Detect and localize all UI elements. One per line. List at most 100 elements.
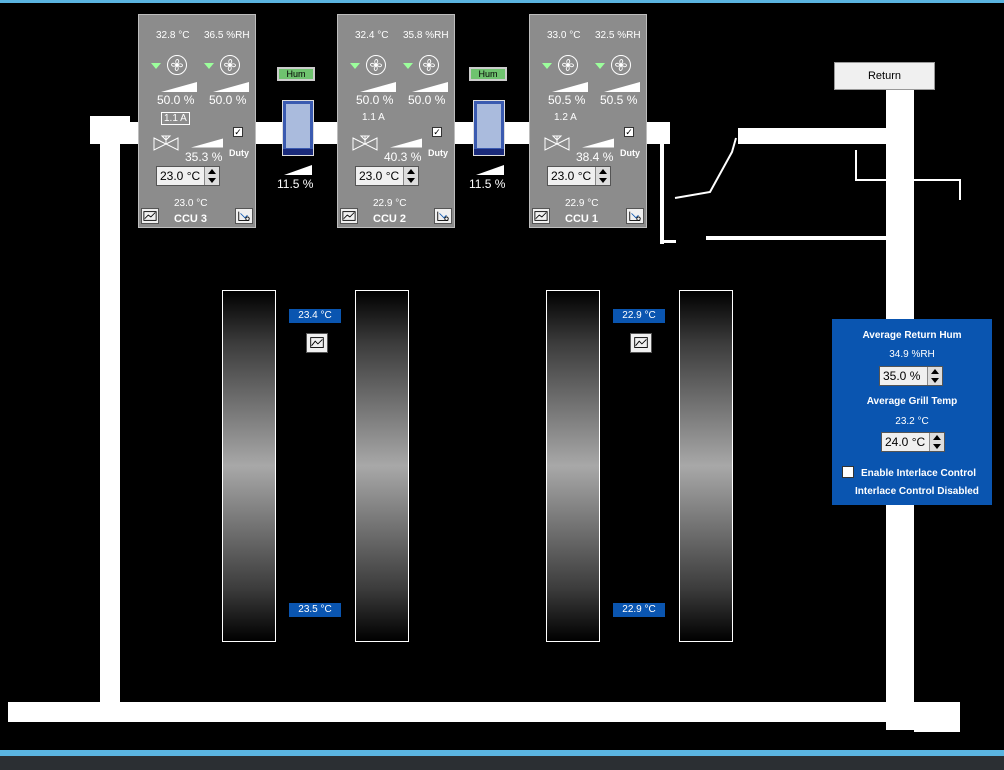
hum-button-1[interactable]: Hum	[277, 67, 315, 81]
ccu1-valve-ramp-icon	[582, 138, 614, 148]
ccu3-fan1-icon[interactable]	[167, 55, 187, 75]
upper-duct-right	[738, 128, 914, 144]
ccu3-duty-label: Duty	[229, 148, 249, 158]
ccu3-name: CCU 3	[174, 213, 208, 225]
humidifier-1-pct: 11.5 %	[277, 177, 314, 191]
ccu2-fan2-icon[interactable]	[419, 55, 439, 75]
ccu1-fan1-ramp-icon	[552, 82, 588, 92]
ccu1-name: CCU 1	[565, 213, 599, 225]
ccu1-supply-temp: 22.9 °C	[565, 198, 599, 209]
ccu2-duty-checkbox[interactable]: ✓	[432, 127, 442, 137]
humidifier-1-icon	[282, 100, 314, 156]
ccu1-trend-button[interactable]	[532, 208, 550, 224]
status-strip	[0, 756, 1004, 770]
rack-1	[222, 290, 276, 642]
aisle-2-trend-button[interactable]	[630, 333, 652, 353]
return-branch-left	[660, 140, 664, 244]
ccu1-duty-label: Duty	[620, 148, 640, 158]
ccu2-return-hum: 35.8 %RH	[403, 30, 449, 41]
ccu2-fan1-status-icon	[350, 63, 360, 69]
aisle-1-bottom-temp: 23.5 °C	[289, 603, 341, 617]
ccu1-fan2-status-icon	[595, 63, 605, 69]
enable-interlace-label: Enable Interlace Control	[861, 468, 977, 479]
ccu1-fan2-icon[interactable]	[611, 55, 631, 75]
ccu2-fan2-speed: 50.0 %	[408, 93, 446, 107]
ccu3-valve-ramp-icon	[191, 138, 223, 148]
ccu1-config-button[interactable]	[626, 208, 644, 224]
enable-interlace-checkbox[interactable]	[842, 466, 854, 478]
hum-button-2[interactable]: Hum	[469, 67, 507, 81]
ccu3-fan2-icon[interactable]	[220, 55, 240, 75]
aisle-1-top-temp: 23.4 °C	[289, 309, 341, 323]
ccu1-duty-checkbox[interactable]: ✓	[624, 127, 634, 137]
average-control-panel: Average Return Hum 34.9 %RH 35.0 % Avera…	[832, 319, 992, 505]
avg-return-hum-label: Average Return Hum	[862, 330, 962, 341]
humidifier-2-pct: 11.5 %	[469, 177, 506, 191]
top-frame-bar	[0, 0, 1004, 3]
bottom-duct-horizontal	[8, 702, 960, 722]
ccu2-valve-icon	[351, 135, 381, 153]
ccu3-fan2-speed: 50.0 %	[209, 93, 247, 107]
ccu2-setpoint-spinner[interactable]: 23.0 °C	[355, 166, 419, 186]
return-button[interactable]: Return	[834, 62, 935, 90]
ccu3-valve-icon	[152, 135, 182, 153]
ccu2-setpoint-value: 23.0 °C	[359, 169, 400, 183]
avg-grill-temp-value: 23.2 °C	[895, 416, 929, 427]
ccu1-current: 1.2 A	[554, 112, 577, 123]
ccu2-fan1-ramp-icon	[360, 82, 396, 92]
rack-3	[546, 290, 600, 642]
left-duct-vertical	[100, 128, 120, 703]
ccu1-fan2-ramp-icon	[604, 82, 640, 92]
ccu1-setpoint-spinner[interactable]: 23.0 °C	[547, 166, 611, 186]
ccu3-fan2-ramp-icon	[213, 82, 249, 92]
ccu1-return-temp: 33.0 °C	[547, 30, 581, 41]
aisle-2-top-temp: 22.9 °C	[613, 309, 665, 323]
ccu3-current: 1.1 A	[161, 112, 190, 125]
ccu1-fan2-speed: 50.5 %	[600, 93, 638, 107]
ccu3-setpoint-spinner[interactable]: 23.0 °C	[156, 166, 220, 186]
ccu3-fan1-status-icon	[151, 63, 161, 69]
ccu3-fan1-speed: 50.0 %	[157, 93, 195, 107]
ccu-3-panel: 32.8 °C 36.5 %RH 50.0 % 50.0 % 1.1 A ✓ Duty 35.…	[138, 14, 256, 228]
avg-return-hum-value: 34.9 %RH	[889, 349, 935, 360]
ccu3-setpoint-value: 23.0 °C	[160, 169, 201, 183]
ccu3-return-hum: 36.5 %RH	[204, 30, 250, 41]
ccu3-supply-temp: 23.0 °C	[174, 198, 208, 209]
ccu2-supply-temp: 22.9 °C	[373, 198, 407, 209]
ccu2-trend-button[interactable]	[340, 208, 358, 224]
ccu1-fan1-icon[interactable]	[558, 55, 578, 75]
return-branch-line	[706, 236, 886, 240]
hum-setpoint-value: 35.0 %	[883, 369, 921, 383]
ccu2-current: 1.1 A	[362, 112, 385, 123]
ccu3-duty-checkbox[interactable]: ✓	[233, 127, 243, 137]
ccu3-config-button[interactable]	[235, 208, 253, 224]
ccu1-fan1-status-icon	[542, 63, 552, 69]
hum-setpoint-spinner[interactable]: 35.0 %	[879, 366, 943, 386]
ccu3-trend-button[interactable]	[141, 208, 159, 224]
ccu3-return-temp: 32.8 °C	[156, 30, 190, 41]
humidifier-2-ramp-icon	[476, 165, 504, 175]
ccu3-fan1-ramp-icon	[161, 82, 197, 92]
aisle-2-bottom-temp: 22.9 °C	[613, 603, 665, 617]
aisle-1-trend-button[interactable]	[306, 333, 328, 353]
temp-setpoint-spinner[interactable]: 24.0 °C	[881, 432, 945, 452]
ccu1-valve-icon	[543, 135, 573, 153]
duct-outline	[674, 137, 961, 200]
interlace-status: Interlace Control Disabled	[855, 486, 979, 497]
ccu1-setpoint-value: 23.0 °C	[551, 169, 592, 183]
bottom-duct-corner	[914, 702, 960, 732]
rack-2	[355, 290, 409, 642]
ccu3-valve-position: 35.3 %	[185, 150, 223, 164]
ccu3-fan2-status-icon	[204, 63, 214, 69]
ccu1-return-hum: 32.5 %RH	[595, 30, 641, 41]
ccu2-fan1-icon[interactable]	[366, 55, 386, 75]
humidifier-1-ramp-icon	[284, 165, 312, 175]
bottom-frame-bar	[0, 750, 1004, 756]
ccu2-config-button[interactable]	[434, 208, 452, 224]
temp-setpoint-value: 24.0 °C	[885, 435, 926, 449]
ccu1-fan1-speed: 50.5 %	[548, 93, 586, 107]
ccu2-valve-position: 40.3 %	[384, 150, 422, 164]
ccu2-fan1-speed: 50.0 %	[356, 93, 394, 107]
